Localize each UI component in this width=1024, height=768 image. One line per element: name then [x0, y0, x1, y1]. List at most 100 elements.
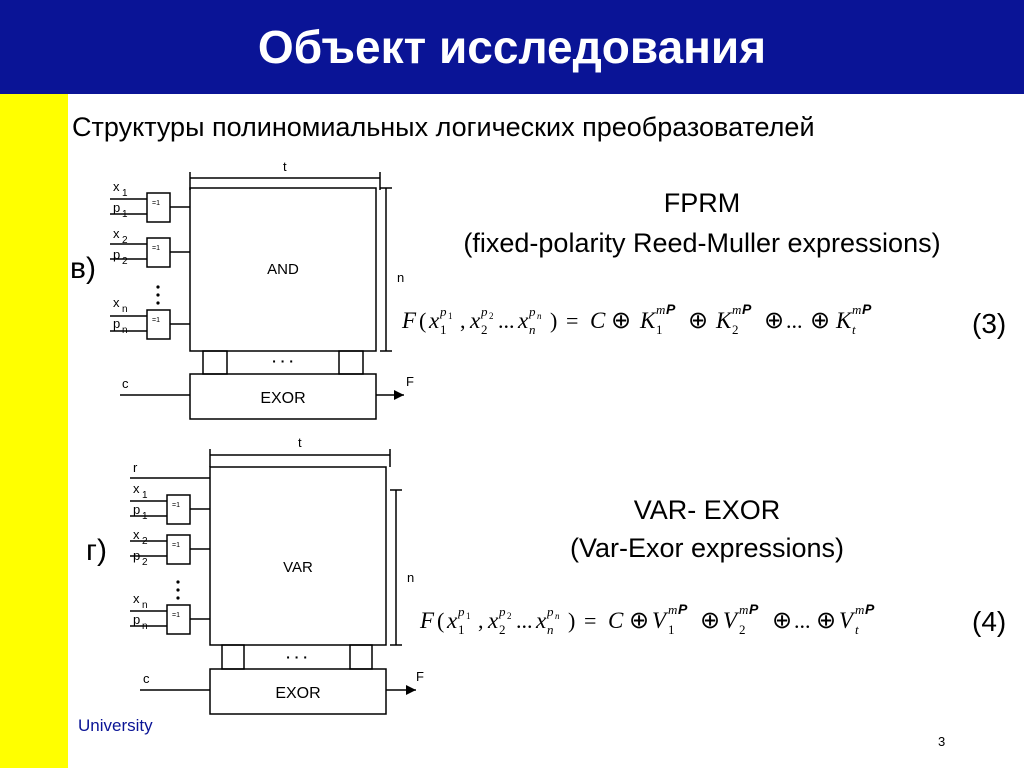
- svg-text:p: p: [113, 316, 120, 331]
- svg-text:=1: =1: [172, 612, 180, 619]
- svg-text:1: 1: [448, 311, 453, 321]
- svg-text:t: t: [283, 159, 287, 174]
- svg-text:p: p: [133, 502, 140, 517]
- svg-text:x: x: [113, 295, 120, 310]
- side-decoration-strip: [0, 94, 68, 768]
- svg-text:1: 1: [466, 611, 471, 621]
- svg-text:n: n: [555, 611, 560, 621]
- svg-text:1: 1: [142, 511, 148, 522]
- svg-text:⊕: ⊕: [772, 608, 792, 634]
- svg-text:x: x: [133, 527, 140, 542]
- svg-text:t: t: [852, 322, 856, 337]
- svg-text:n: n: [397, 270, 404, 285]
- svg-text:⊕: ⊕: [688, 308, 708, 334]
- svg-text:n: n: [537, 311, 542, 321]
- svg-text:(: (: [419, 308, 426, 333]
- svg-text:m: m: [668, 602, 677, 617]
- svg-text:=1: =1: [152, 317, 160, 324]
- svg-text:x: x: [133, 481, 140, 496]
- svg-text:F: F: [406, 374, 414, 389]
- formula-var-exor: F ( x 1 p 1 , x 2 p 2 ... x n p n ) = C …: [419, 601, 875, 637]
- svg-text:x: x: [113, 226, 120, 241]
- svg-text:K: K: [835, 308, 853, 333]
- svg-text:1: 1: [458, 622, 465, 637]
- svg-text:p: p: [457, 604, 465, 619]
- svg-text:n: n: [529, 322, 536, 337]
- svg-text:2: 2: [732, 322, 739, 337]
- fprm-expansion: (fixed-polarity Reed-Muller expressions): [463, 228, 941, 258]
- svg-text:K: K: [639, 308, 657, 333]
- svg-text:p: p: [528, 304, 536, 319]
- svg-text:t: t: [298, 435, 302, 450]
- svg-text:p: p: [133, 612, 140, 627]
- svg-text:n: n: [122, 304, 128, 315]
- svg-text:V: V: [652, 608, 669, 633]
- svg-text:V: V: [839, 608, 856, 633]
- svg-text:P: P: [678, 601, 688, 617]
- svg-text:...: ...: [516, 608, 533, 633]
- svg-text:t: t: [855, 622, 859, 637]
- svg-text:2: 2: [142, 536, 148, 547]
- svg-text:n: n: [547, 622, 554, 637]
- svg-text:1: 1: [668, 622, 675, 637]
- svg-text:c: c: [143, 671, 150, 686]
- svg-text:p: p: [113, 247, 120, 262]
- svg-text:=: =: [566, 308, 578, 333]
- svg-text:x: x: [469, 308, 481, 333]
- svg-text:=1: =1: [152, 245, 160, 252]
- svg-text:1: 1: [440, 322, 447, 337]
- svg-text:F: F: [401, 308, 417, 333]
- svg-text:m: m: [656, 302, 665, 317]
- formula-fprm: F ( x 1 p 1 , x 2 p 2 ... x n p n ) = C …: [401, 301, 872, 337]
- slide-subtitle: Структуры полиномиальных логических прео…: [72, 112, 815, 142]
- svg-text:C: C: [590, 308, 606, 333]
- svg-text:m: m: [855, 602, 864, 617]
- svg-text:⊕: ⊕: [810, 308, 830, 334]
- title-bar: [0, 0, 1024, 94]
- svg-text:=1: =1: [152, 200, 160, 207]
- svg-text:x: x: [487, 608, 499, 633]
- svg-text:...: ...: [498, 308, 515, 333]
- svg-text:n: n: [142, 600, 148, 611]
- svg-text:⊕: ⊕: [764, 308, 784, 334]
- svg-text:p: p: [498, 604, 506, 619]
- svg-text:P: P: [862, 301, 872, 317]
- svg-text:F: F: [419, 608, 435, 633]
- svg-text:⊕: ⊕: [816, 608, 836, 634]
- svg-text:=1: =1: [172, 502, 180, 509]
- svg-text:): ): [550, 308, 557, 333]
- svg-text:p: p: [546, 604, 554, 619]
- figure-label-v: в): [70, 252, 96, 285]
- svg-text:...: ...: [794, 608, 811, 633]
- slide-title: Объект исследования: [257, 21, 767, 73]
- figure-label-g: г): [86, 534, 107, 567]
- svg-text:2: 2: [499, 622, 506, 637]
- svg-text:): ): [568, 608, 575, 633]
- page-number: 3: [938, 734, 946, 749]
- svg-text:⊕: ⊕: [700, 608, 720, 634]
- svg-text:x: x: [535, 608, 547, 633]
- footer-university: University: [78, 716, 153, 735]
- svg-text:m: m: [852, 302, 861, 317]
- svg-text:p: p: [133, 548, 140, 563]
- svg-text:x: x: [428, 308, 440, 333]
- svg-text:,: ,: [460, 308, 466, 333]
- svg-text:1: 1: [122, 209, 128, 220]
- svg-text:P: P: [865, 601, 875, 617]
- svg-text:n: n: [142, 621, 148, 632]
- svg-text:2: 2: [489, 311, 494, 321]
- svg-text:· · ·: · · ·: [272, 353, 294, 369]
- svg-text:2: 2: [481, 322, 488, 337]
- svg-text:F: F: [416, 669, 424, 684]
- svg-text:=1: =1: [172, 542, 180, 549]
- svg-text:2: 2: [739, 622, 746, 637]
- svg-text:(: (: [437, 608, 444, 633]
- svg-text:2: 2: [507, 611, 512, 621]
- svg-text:EXOR: EXOR: [260, 390, 305, 407]
- svg-text:P: P: [749, 601, 759, 617]
- svg-text:r: r: [133, 460, 138, 475]
- svg-text:P: P: [666, 301, 676, 317]
- svg-text:p: p: [439, 304, 447, 319]
- svg-text:n: n: [122, 325, 128, 336]
